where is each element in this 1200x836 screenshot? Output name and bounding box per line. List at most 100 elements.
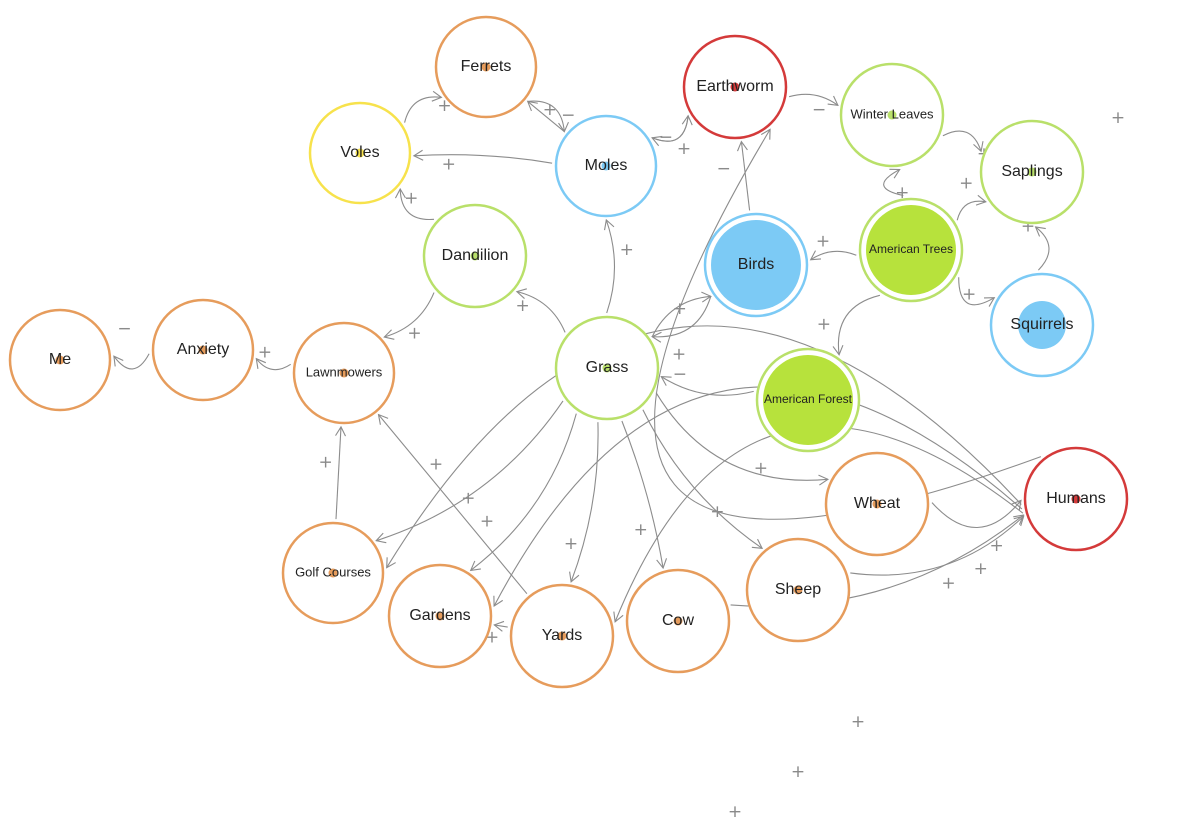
edge-sign: + [1111,108,1125,128]
edge-moles-to-ferrets [526,100,565,133]
node-label: Birds [738,256,774,273]
node-sheep[interactable]: Sheep [745,537,851,643]
edge-grass-to-sheep [642,409,764,549]
edge-sign: + [941,573,955,593]
edge-grass-to-birds [651,291,712,337]
node-center-dot [887,110,897,120]
node-center-dot [481,62,491,72]
node-label: Voles [340,144,379,161]
node-cow[interactable]: Cow [625,568,731,674]
edge-golf-courses-to-lawnmowers [335,425,346,520]
edge-anxiety-to-me [113,353,150,370]
edge-sign: + [480,512,494,532]
node-moles[interactable]: Moles [554,114,658,218]
edge-sign: + [962,285,976,305]
node-center-dot [328,568,338,578]
edge-sign: + [677,139,691,159]
edge-grass-to-wheat [655,392,830,486]
edge-sign: + [634,520,648,540]
edge-sign: + [543,100,557,120]
node-label: Wheat [854,495,901,512]
edge-sign: + [564,534,578,554]
node-american-forest[interactable]: American Forest [755,347,861,453]
edge-humans-to-golf-courses [386,325,1022,569]
node-dandilion[interactable]: Dandilion [422,203,528,309]
edge-sign: + [461,488,475,508]
edge-earthworm-to-winter-leaves [788,93,839,106]
edge-yards-to-gardens [493,620,508,632]
edge-sign: + [429,455,443,475]
node-golf-courses[interactable]: Golf Courses [281,521,385,625]
node-center-dot [1027,167,1037,177]
edge-dandilion-to-voles [394,187,435,220]
node-label: Yards [542,627,583,644]
node-wheat[interactable]: Wheat [824,451,930,557]
node-squirrels[interactable]: Squirrels [989,272,1095,378]
edge-grass-to-gardens [469,413,577,572]
node-center-dot [1071,494,1081,504]
edge-american-trees-to-saplings [956,194,987,221]
node-anxiety[interactable]: Anxiety [151,298,255,402]
edge-humans-to-gardens [493,386,1023,608]
edge-grass-to-yards [569,422,599,583]
edge-sign: + [407,323,421,343]
node-american-trees[interactable]: American Trees [858,197,964,303]
node-earthworm[interactable]: Earthworm [682,34,788,140]
edge-sign: + [728,802,742,822]
edge-american-trees-to-american-forest [832,294,881,356]
node-center-dot [339,368,349,378]
node-center-dot [601,161,611,171]
node-voles[interactable]: Voles [308,101,412,205]
node-lawnmowers[interactable]: Lawnmowers [292,321,396,425]
node-center-dot [55,355,65,365]
node-center-dot [730,82,740,92]
node-me[interactable]: Me [8,308,112,412]
node-label: American Trees [869,242,953,256]
node-saplings[interactable]: Saplings [979,119,1085,225]
edge-sign: + [672,345,686,365]
node-label: Cow [662,612,694,629]
edge-sign: + [895,183,909,203]
node-label: Saplings [1001,163,1062,180]
edge-sign: + [620,240,634,260]
node-grass[interactable]: Grass [554,315,660,421]
edge-sign: + [318,453,332,473]
node-label: Moles [585,157,628,174]
edge-voles-to-ferrets [404,90,443,123]
node-label: American Forest [764,392,853,406]
edges-layer: −++−++−+−−+++++++++++++−++++++++++++++++ [113,90,1125,822]
edge-sign: + [442,155,456,175]
node-yards[interactable]: Yards [509,583,615,689]
node-center-dot [673,616,683,626]
edge-grass-to-dandilion [515,288,566,333]
edge-american-trees-to-birds [809,250,857,261]
edge-sign: − [717,159,731,179]
node-label: Lawnmowers [306,364,383,379]
edge-sign: + [754,459,768,479]
edge-sign: + [258,343,272,363]
edge-sign: − [673,365,687,385]
node-center-dot [435,611,445,621]
node-label: Sheep [775,581,821,598]
node-gardens[interactable]: Gardens [387,563,493,669]
node-birds[interactable]: Birds [703,212,809,318]
node-ferrets[interactable]: Ferrets [434,15,538,119]
node-center-dot [355,148,365,158]
node-center-dot [872,499,882,509]
edge-sign: + [816,232,830,252]
node-winter-leaves[interactable]: Winter Leaves [839,62,945,168]
node-label: Earthworm [696,78,773,95]
edge-sign: − [812,100,826,120]
edge-winter-leaves-to-saplings [942,130,984,153]
edge-american-forest-to-grass [660,375,754,396]
edge-earthworm-to-moles [651,115,689,147]
node-humans[interactable]: Humans [1023,446,1129,552]
node-fill [866,205,956,295]
node-core [1018,301,1066,349]
edge-sign: − [117,319,131,339]
node-label: Ferrets [461,58,512,75]
edge-birds-to-grass [651,296,712,343]
node-label: Humans [1046,490,1106,507]
edge-grass-to-moles [604,218,616,314]
